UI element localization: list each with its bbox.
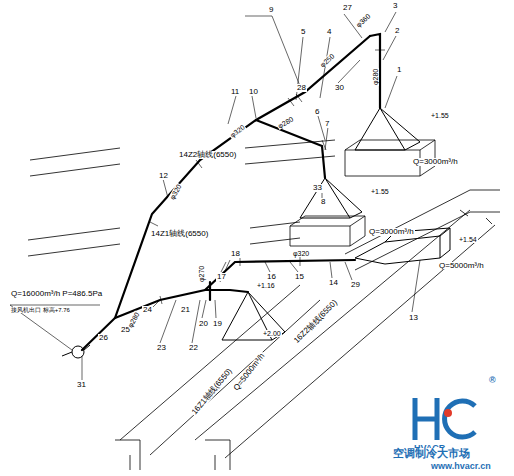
callout-number: 13	[408, 314, 419, 322]
note: 接风机出口 标高+7.76	[10, 307, 71, 313]
callout-number: 29	[350, 281, 361, 289]
callout-number: 18	[230, 250, 241, 258]
callout-number: 6	[314, 108, 320, 116]
callout-number: 24	[142, 306, 153, 314]
callout-number: 20	[198, 320, 209, 328]
callout-number: 23	[156, 344, 167, 352]
callout-number: 8	[320, 198, 326, 206]
duct-size: φ360	[354, 12, 372, 29]
callout-number: 3	[392, 2, 398, 10]
duct-size: φ270	[198, 265, 205, 283]
airflow: Q=5000m³/h	[232, 351, 267, 393]
callout-number: 17	[216, 273, 227, 281]
airflow: Q=16000m³/h P=486.5Pa	[10, 290, 103, 298]
airflow: Q=3000m³/h	[368, 228, 415, 236]
callout-number: 15	[294, 273, 305, 281]
callout-number: 22	[188, 344, 199, 352]
callout-number: 2	[394, 27, 400, 35]
callout-number: 31	[76, 381, 87, 389]
axis-label: 14Z1轴线(6550)	[150, 230, 209, 238]
callout-number: 26	[98, 334, 109, 342]
axis-label: 14Z2轴线(6550)	[178, 151, 237, 159]
elevation: +1.54	[458, 236, 478, 243]
airflow: Q=3000m³/h	[412, 158, 459, 166]
callout-number: 9	[268, 6, 274, 14]
elevation: +1.55	[430, 112, 450, 119]
callout-number: 19	[212, 320, 223, 328]
elevation: +1.55	[370, 188, 390, 195]
watermark: 空调制冷大市场	[392, 448, 471, 459]
duct-size: φ320	[168, 182, 183, 201]
callout-number: 11	[230, 88, 240, 96]
callout-number: 1	[396, 66, 402, 74]
duct-size: φ320	[292, 250, 310, 257]
airflow: Q=5000m³/h	[438, 262, 485, 270]
duct-size: φ280	[372, 68, 379, 86]
elevation: +1.16	[256, 282, 276, 289]
callout-number: 33	[312, 184, 323, 192]
watermark: www.hvacr.cn	[430, 462, 492, 471]
callout-number: 7	[324, 120, 330, 128]
callout-number: 14	[328, 279, 339, 287]
duct-size: φ280	[276, 115, 295, 130]
callout-number: 12	[158, 172, 169, 180]
duct-size: φ320	[228, 123, 247, 140]
callout-number: 4	[326, 28, 332, 36]
callout-number: 16	[266, 273, 277, 281]
callout-number: 10	[248, 88, 259, 96]
watermark: ®	[488, 376, 497, 385]
callout-number: 21	[180, 306, 191, 314]
elevation: +2.00	[262, 330, 282, 337]
callout-number: 27	[342, 4, 353, 12]
callout-number: 5	[300, 28, 306, 36]
callout-number: 28	[296, 84, 307, 92]
callout-number: 30	[334, 84, 345, 92]
